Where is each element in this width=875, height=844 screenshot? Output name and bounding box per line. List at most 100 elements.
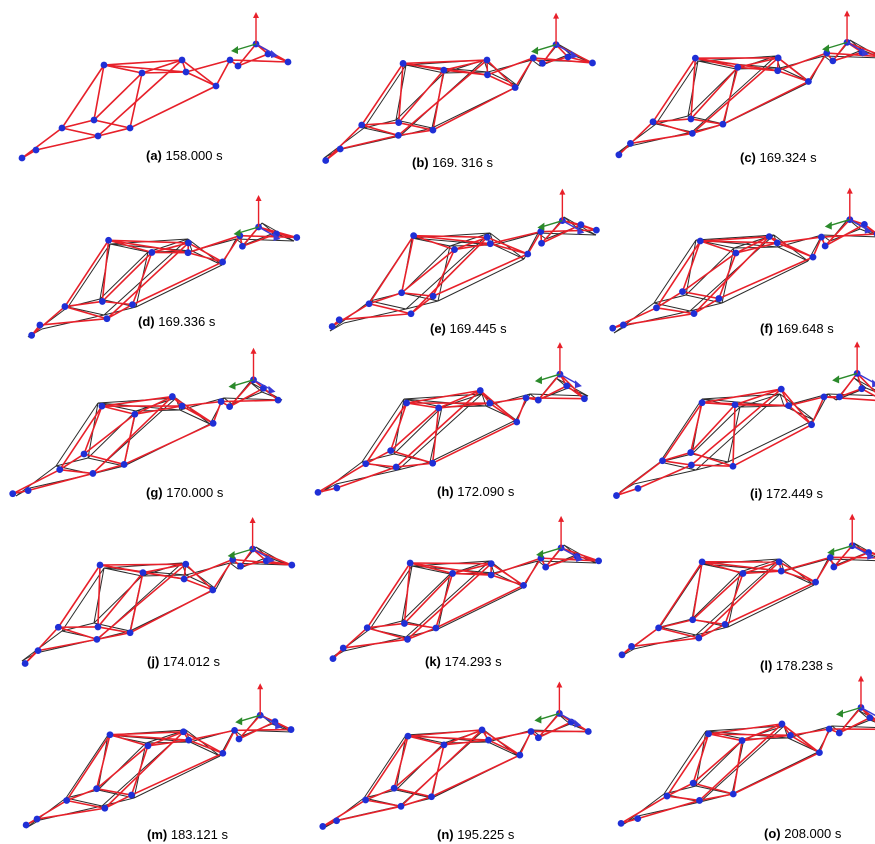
deformed-member <box>514 57 534 88</box>
deformed-member <box>693 297 720 315</box>
deformed-member <box>545 547 562 568</box>
panel-caption: (e) 169.445 s <box>430 321 507 336</box>
truss-node <box>126 124 134 132</box>
deformed-member <box>790 734 820 754</box>
truss-node <box>774 67 782 75</box>
truss-node <box>96 561 104 569</box>
deformed-member <box>734 388 782 406</box>
deformed-member <box>100 563 186 566</box>
deformed-member <box>36 807 105 820</box>
axis-y-arrow <box>862 48 870 57</box>
deformed-member <box>229 387 264 408</box>
deformed-member <box>403 572 454 625</box>
axis-z-arrow <box>250 347 257 354</box>
deformed-member <box>398 69 445 124</box>
reference-member <box>529 393 589 397</box>
deformed-member <box>151 242 189 254</box>
reference-member <box>777 246 809 262</box>
truss-node <box>821 242 829 250</box>
deformed-member <box>838 717 871 734</box>
deformed-member <box>452 562 492 575</box>
deformed-member <box>724 581 816 626</box>
deformed-member <box>181 405 214 424</box>
deformed-member <box>109 733 149 747</box>
deformed-member <box>527 231 542 255</box>
truss-node <box>731 401 739 409</box>
truss-node <box>739 570 747 577</box>
truss-node <box>698 399 706 407</box>
truss-node <box>440 741 448 749</box>
deformed-member <box>691 464 733 468</box>
deformed-member <box>35 135 99 151</box>
deformed-member <box>540 557 599 562</box>
reference-member <box>109 243 149 253</box>
truss-node <box>634 484 642 492</box>
truss-node <box>738 737 746 744</box>
truss-node <box>858 385 866 393</box>
deformed-member <box>12 468 61 495</box>
deformed-member <box>826 52 875 58</box>
truss-node <box>319 823 327 830</box>
deformed-member <box>27 472 94 492</box>
reference-member <box>411 565 451 575</box>
deformed-member <box>407 627 437 641</box>
deformed-member <box>410 236 488 315</box>
deformed-member <box>724 573 744 625</box>
axis-z-arrow <box>556 681 563 688</box>
panel-time: 169.648 s <box>776 321 834 336</box>
xyz-axis-triad-icon <box>537 188 585 235</box>
xyz-axis-triad-icon <box>235 683 283 730</box>
deformed-member <box>25 799 68 826</box>
truss-node <box>63 797 71 804</box>
deformed-member <box>692 572 744 621</box>
reference-member <box>395 72 445 121</box>
reference-member <box>135 264 223 308</box>
deformed-member <box>431 754 521 798</box>
deformed-member <box>401 291 434 297</box>
panel-label: (m) <box>147 827 168 842</box>
truss-frame <box>618 513 875 659</box>
truss-node <box>98 402 106 410</box>
truss-node <box>483 56 491 64</box>
truss-node <box>93 635 101 643</box>
deformed-member <box>66 799 105 810</box>
truss-node <box>387 447 395 455</box>
axis-x-arrow <box>822 44 830 53</box>
truss-node <box>184 249 192 257</box>
panel-d: (d) 169.336 s <box>0 169 301 339</box>
deformed-member <box>818 728 830 753</box>
deformed-member <box>778 561 816 583</box>
deformed-member <box>807 52 828 82</box>
deformed-member <box>486 59 516 89</box>
deformed-member <box>66 787 97 802</box>
truss-node <box>511 84 519 91</box>
deformed-member <box>59 453 85 471</box>
reference-member <box>405 232 491 310</box>
deformed-member <box>183 731 224 754</box>
truss-node <box>168 393 176 400</box>
deformed-member <box>741 723 783 742</box>
deformed-member <box>183 578 214 591</box>
truss-node <box>328 323 336 330</box>
deformed-member <box>215 59 231 87</box>
deformed-member <box>830 556 875 559</box>
deformed-member <box>185 59 231 73</box>
reference-member <box>691 406 741 455</box>
deformed-member <box>96 787 132 796</box>
truss-node <box>615 151 623 159</box>
truss-node <box>33 815 41 823</box>
deformed-member <box>487 74 516 89</box>
reference-member <box>67 306 105 316</box>
panel-m: (m) 183.121 s <box>0 676 295 844</box>
deformed-member <box>538 721 572 739</box>
deformed-member <box>781 723 820 754</box>
truss-node <box>212 82 220 90</box>
truss-node <box>219 749 227 757</box>
deformed-member <box>221 235 241 263</box>
deformed-member <box>93 72 143 121</box>
truss-node <box>595 557 603 565</box>
deformed-member <box>489 402 518 423</box>
deformed-member <box>106 242 189 320</box>
axis-x-arrow <box>827 547 835 556</box>
truss-node <box>399 60 407 67</box>
